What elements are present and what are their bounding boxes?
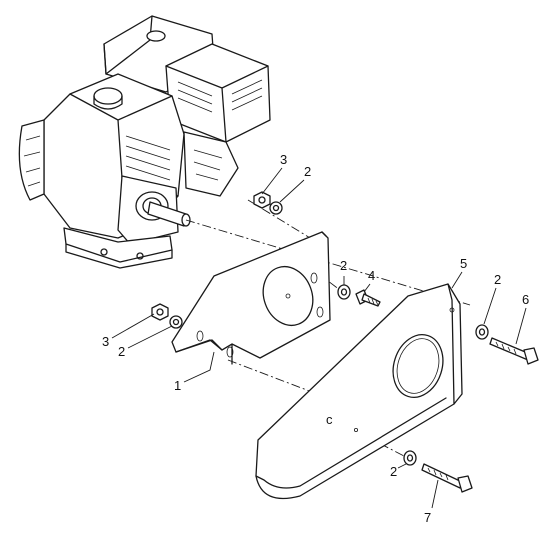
callout-bolt-bottom: 7 [424,510,431,525]
bolt-right [489,337,539,365]
callout-bolt-right: 6 [522,292,529,307]
callout-nut-left: 3 [102,334,109,349]
nut-left [151,303,169,321]
mounting-plate [171,231,331,365]
callout-washer-left: 2 [118,344,125,359]
callout-washer-right: 2 [494,272,501,287]
bolt-mid [355,289,381,307]
callout-nut-top: 3 [280,152,287,167]
recoil-starter [18,119,45,201]
washer-mid [337,284,351,300]
washer-left [169,315,183,329]
washer-right [475,324,489,340]
callout-washer-top: 2 [304,164,311,179]
leader-lines [111,167,527,509]
callout-washer-bottom: 2 [390,464,397,479]
washer-top [269,201,283,215]
nut-top [253,191,271,209]
bolt-bottom [421,463,473,493]
callout-labels: 3 2 2 4 5 2 6 3 2 1 2 7 [102,152,529,525]
oil-filler-cap [93,87,123,105]
cover-shaft-opening [392,334,444,398]
hardware [151,191,539,493]
belt-guard-cover: c [255,283,463,500]
washer-bottom [403,450,417,466]
fuel-cap [146,30,166,42]
callout-bolt-mid: 4 [368,268,375,283]
callout-belt-guard: 5 [460,256,467,271]
plate-shaft-opening [262,265,314,327]
cover-mark: c [326,412,333,427]
callout-mounting-plate: 1 [174,378,181,393]
engine [18,15,271,269]
carburetor [183,131,239,197]
callout-washer-mid: 2 [340,258,347,273]
